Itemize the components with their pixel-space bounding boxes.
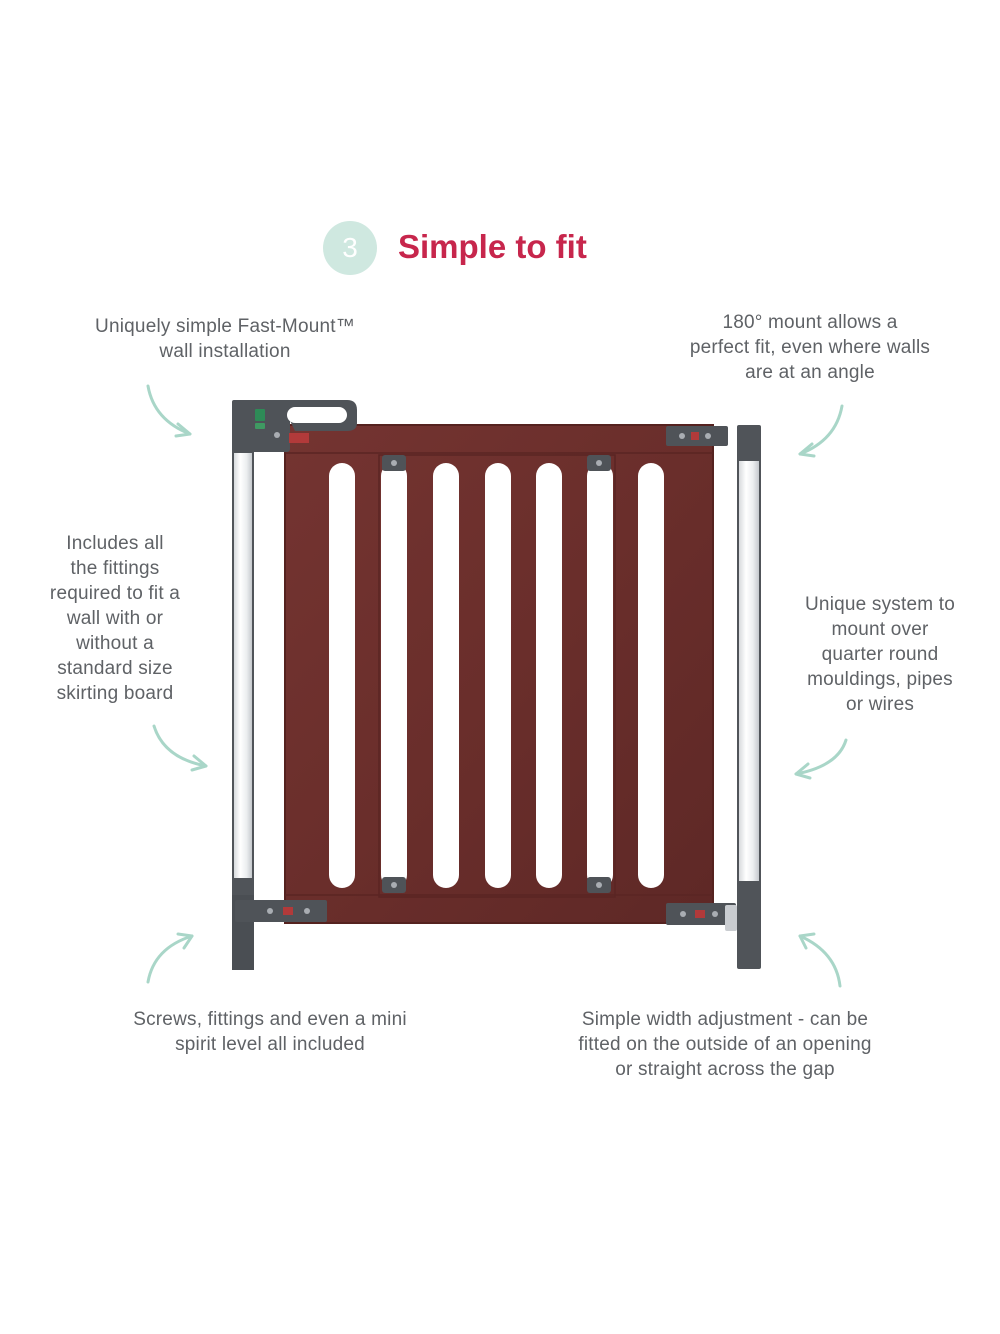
caption-line: mouldings, pipes [807,669,953,690]
caption-line: skirting board [56,683,174,704]
caption-line: without a [76,633,154,654]
bottom-left-bracket [235,900,327,922]
caption-fittings-included: Includes all the fittings required to fi… [10,531,220,706]
fast-mount-hinge [232,400,357,452]
left-post [232,400,254,970]
caption-line: are at an angle [745,362,875,383]
curved-arrow-icon [146,932,194,984]
caption-line: standard size [57,658,173,679]
caption-line: spirit level all included [175,1034,365,1055]
caption-fast-mount: Uniquely simple Fast-Mount™ wall install… [60,314,390,364]
caption-screws-level: Screws, fittings and even a mini spirit … [90,1007,450,1057]
caption-line: mount over [831,619,929,640]
caption-line: wall with or [66,608,164,629]
section-title: Simple to fit [398,228,587,265]
top-right-bracket [666,426,728,446]
bottom-right-bracket [666,903,737,931]
caption-line: the fittings [70,558,160,579]
caption-line: or straight across the gap [615,1059,835,1080]
caption-mount-system: Unique system to mount over quarter roun… [770,592,990,717]
curved-arrow-icon [798,932,842,988]
caption-width-adjustment: Simple width adjustment - can be fitted … [530,1007,920,1082]
caption-line: Uniquely simple Fast-Mount™ [95,316,355,337]
curved-arrow-icon [152,724,208,772]
safety-gate-image [232,400,761,970]
caption-180-mount: 180° mount allows a perfect fit, even wh… [640,310,980,385]
caption-line: Unique system to [805,594,955,615]
caption-line: 180° mount allows a [722,312,898,333]
caption-line: wall installation [159,341,291,362]
caption-line: Screws, fittings and even a mini [133,1009,407,1030]
curved-arrow-icon [794,738,848,780]
right-post [737,425,761,969]
caption-line: Simple width adjustment - can be [581,1009,869,1030]
caption-line: fitted on the outside of an opening [578,1034,872,1055]
caption-line: Includes all [66,533,164,554]
curved-arrow-icon [798,404,844,458]
step-number-badge: 3 [323,221,377,275]
curved-arrow-icon [146,384,192,438]
caption-line: quarter round [821,644,939,665]
caption-line: or wires [845,694,915,715]
caption-line: required to fit a [49,583,181,604]
caption-line: perfect fit, even where walls [689,337,931,358]
gate-panel [284,424,714,924]
